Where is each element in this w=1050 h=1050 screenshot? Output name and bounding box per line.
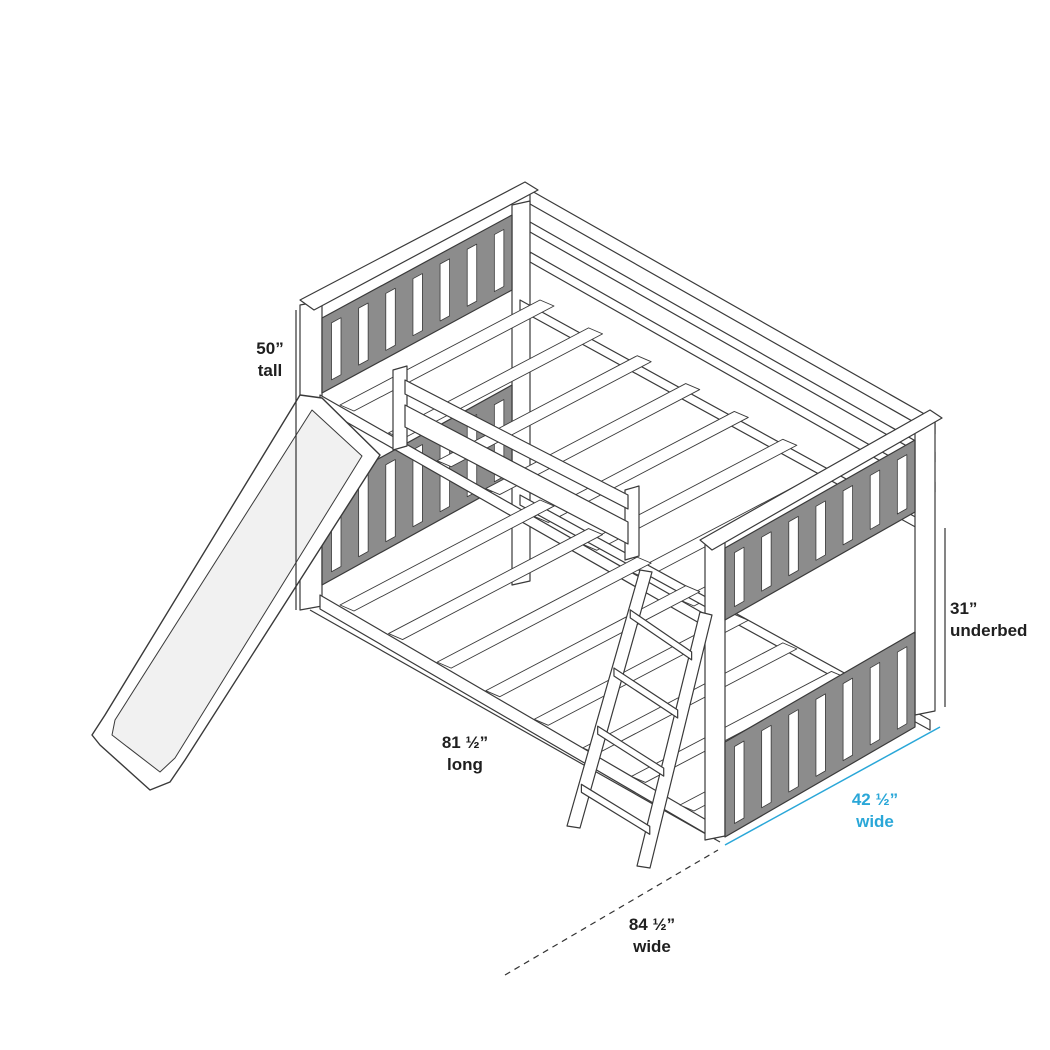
right-upper-footboard-slat-gap bbox=[788, 515, 799, 577]
ladder-rung bbox=[629, 609, 693, 661]
left-upper-headboard-slat-gap bbox=[331, 317, 342, 381]
height-label: 50” tall bbox=[245, 338, 295, 382]
guard-rail-post-left bbox=[392, 365, 408, 451]
lower-bed-slat bbox=[436, 556, 652, 669]
right-lower-footboard-slat-gap bbox=[815, 693, 826, 777]
ladder-rail-left bbox=[566, 569, 653, 829]
right-upper-footboard-slat-gap bbox=[842, 485, 853, 546]
right-lower-footboard-slat-gap bbox=[896, 646, 908, 730]
left-upper-headboard-slat-gap bbox=[466, 243, 478, 307]
height-value: 50” bbox=[256, 339, 284, 358]
right-lower-footboard-slat-gap bbox=[734, 740, 745, 824]
front-right-post-right bbox=[914, 415, 936, 716]
lower-bed-slat bbox=[485, 585, 701, 698]
right-upper-footboard-slat-gap bbox=[896, 454, 908, 515]
width-label: 42 ½” wide bbox=[835, 789, 915, 833]
left-upper-headboard-slat-gap bbox=[358, 302, 369, 366]
right-upper-footboard-slat-gap bbox=[815, 500, 826, 561]
left-upper-headboard-slat-gap bbox=[385, 287, 396, 351]
right-upper-footboard-slat-gap bbox=[761, 531, 772, 592]
left-upper-headboard-slat-gap bbox=[439, 258, 450, 322]
guard-rail-bottom bbox=[404, 404, 629, 545]
right-lower-footboard-slat-gap bbox=[869, 662, 881, 746]
height-caption: tall bbox=[257, 361, 283, 380]
ladder-rung bbox=[613, 667, 679, 719]
right-lower-footboard-slat-gap bbox=[842, 677, 853, 762]
back-top-rail bbox=[529, 189, 936, 435]
left-lower-panel-slat-gap bbox=[412, 444, 423, 528]
ladder-rung bbox=[597, 725, 665, 777]
length-caption: long bbox=[447, 755, 483, 774]
left-upper-headboard-slat-gap bbox=[493, 229, 505, 292]
headboard-cap bbox=[299, 181, 539, 311]
ladder-rung bbox=[580, 783, 651, 835]
upper-bed-slat bbox=[533, 410, 749, 523]
width-value: 42 ½” bbox=[851, 790, 899, 809]
guard-rail-top bbox=[404, 379, 629, 510]
right-lower-footboard-slat-gap bbox=[788, 709, 799, 793]
underbed-caption: underbed bbox=[950, 621, 1028, 640]
left-lower-panel-slat-gap bbox=[385, 459, 396, 543]
underbed-label: 31” underbed bbox=[950, 598, 1040, 642]
left-upper-headboard-slat-gap bbox=[412, 273, 423, 337]
width-caption: wide bbox=[856, 812, 894, 831]
upper-bed-slat bbox=[485, 383, 701, 496]
overall-width-dimension-line bbox=[504, 849, 719, 976]
length-label: 81 ½” long bbox=[425, 732, 505, 776]
upper-bed-slat bbox=[436, 355, 652, 468]
footboard-cap bbox=[699, 409, 943, 551]
lower-bed-slat bbox=[388, 528, 604, 641]
length-value: 81 ½” bbox=[441, 733, 489, 752]
right-upper-footboard-slat-gap bbox=[869, 469, 881, 530]
back-right-post bbox=[511, 200, 531, 586]
front-right-post-left bbox=[704, 540, 726, 841]
width-dimension-line bbox=[724, 726, 941, 846]
right-upper-footboard-slat-gap bbox=[734, 546, 745, 607]
lower-bed-slat bbox=[339, 499, 555, 612]
underbed-value: 31” bbox=[950, 599, 978, 618]
right-lower-footboard-slat-gap bbox=[761, 724, 772, 809]
overall-width-value: 84 ½” bbox=[628, 915, 676, 934]
overall-width-caption: wide bbox=[633, 937, 671, 956]
overall-width-label: 84 ½” wide bbox=[612, 914, 692, 958]
ladder-rail-right bbox=[636, 611, 713, 869]
floor-edge-long bbox=[309, 609, 721, 843]
slide-bed bbox=[111, 409, 363, 773]
